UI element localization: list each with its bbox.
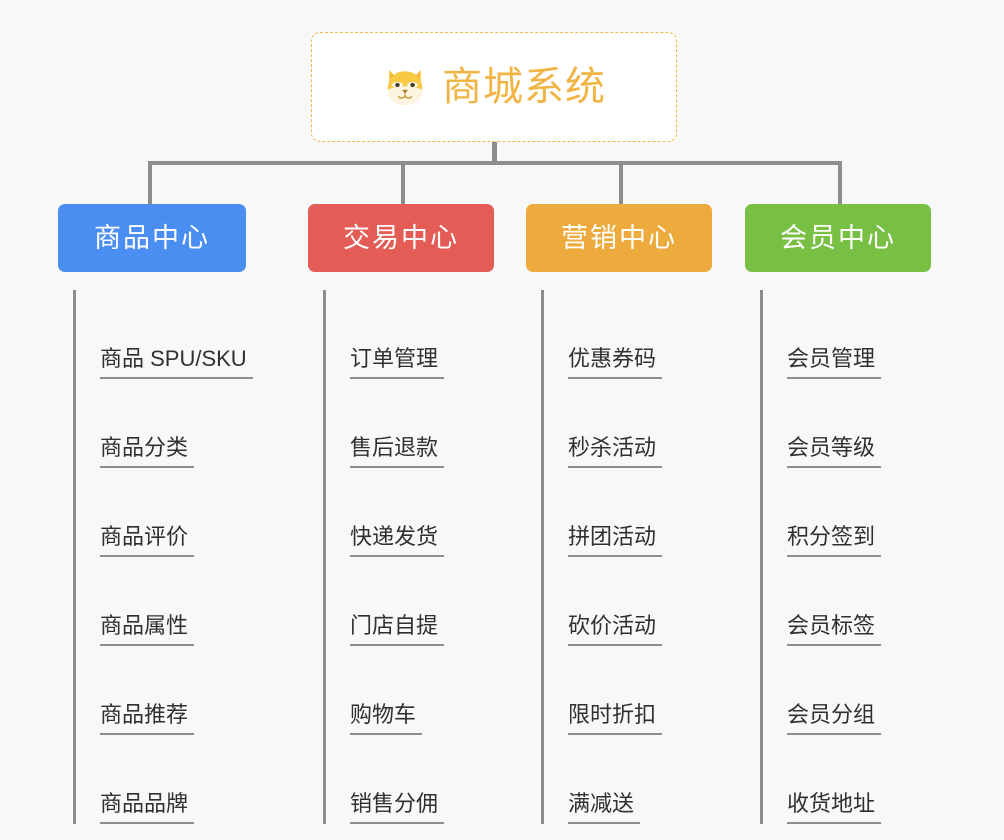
leaf-label: 商品推荐: [100, 702, 195, 735]
leaf-item[interactable]: 积分签到: [760, 468, 931, 557]
leaf-item[interactable]: 秒杀活动: [541, 379, 712, 468]
leaf-item[interactable]: 商品属性: [73, 557, 246, 646]
leaf-item[interactable]: 商品 SPU/SKU: [73, 290, 253, 379]
leaf-list-member-center: 会员管理 会员等级 积分签到 会员标签 会员分组 收货地址: [745, 290, 931, 824]
leaf-trunk-line: [73, 290, 76, 824]
leaf-label: 优惠券码: [568, 346, 663, 379]
leaf-trunk-line: [541, 290, 544, 824]
leaf-list-trade-center: 订单管理 售后退款 快递发货 门店自提 购物车 销售分佣: [308, 290, 494, 824]
leaf-item[interactable]: 砍价活动: [541, 557, 712, 646]
leaf-trunk-line: [760, 290, 763, 824]
leaf-label: 快递发货: [350, 524, 445, 557]
leaf-label: 商品 SPU/SKU: [100, 346, 253, 379]
leaf-item[interactable]: 销售分佣: [323, 735, 494, 824]
category-label-trade-center: 交易中心: [343, 222, 459, 253]
leaf-item[interactable]: 拼团活动: [541, 468, 712, 557]
leaf-label: 订单管理: [350, 346, 445, 379]
category-label-product-center: 商品中心: [94, 222, 210, 253]
leaf-item[interactable]: 商品推荐: [73, 646, 246, 735]
connector-drop-2: [401, 161, 405, 205]
leaf-label: 商品分类: [100, 435, 195, 468]
leaf-item[interactable]: 限时折扣: [541, 646, 712, 735]
leaf-item[interactable]: 满减送: [541, 735, 712, 824]
leaf-label: 商品属性: [100, 613, 195, 646]
leaf-label: 砍价活动: [568, 613, 663, 646]
leaf-trunk-line: [323, 290, 326, 824]
column-trade-center: 交易中心 订单管理 售后退款 快递发货 门店自提 购物车 销售分佣: [308, 204, 494, 824]
root-title: 商城系统: [442, 65, 606, 109]
leaf-label: 会员分组: [787, 702, 882, 735]
leaf-item[interactable]: 会员标签: [760, 557, 931, 646]
leaf-item[interactable]: 商品评价: [73, 468, 246, 557]
column-member-center: 会员中心 会员管理 会员等级 积分签到 会员标签 会员分组 收货地址: [745, 204, 931, 824]
leaf-label: 会员等级: [787, 435, 882, 468]
leaf-item[interactable]: 订单管理: [323, 290, 494, 379]
leaf-label: 门店自提: [350, 613, 445, 646]
leaf-label: 秒杀活动: [568, 435, 663, 468]
category-box-product-center[interactable]: 商品中心: [58, 204, 246, 272]
leaf-item[interactable]: 快递发货: [323, 468, 494, 557]
leaf-label: 积分签到: [787, 524, 882, 557]
column-marketing-center: 营销中心 优惠券码 秒杀活动 拼团活动 砍价活动 限时折扣 满减送: [526, 204, 712, 824]
category-box-member-center[interactable]: 会员中心: [745, 204, 931, 272]
category-box-marketing-center[interactable]: 营销中心: [526, 204, 712, 272]
category-label-member-center: 会员中心: [780, 222, 896, 253]
connector-drop-3: [619, 161, 623, 205]
leaf-item[interactable]: 收货地址: [760, 735, 931, 824]
leaf-label: 购物车: [350, 702, 423, 735]
leaf-item[interactable]: 会员分组: [760, 646, 931, 735]
column-product-center: 商品中心 商品 SPU/SKU 商品分类 商品评价 商品属性 商品推荐 商品品牌: [58, 204, 253, 824]
leaf-label: 会员管理: [787, 346, 882, 379]
category-label-marketing-center: 营销中心: [561, 222, 677, 253]
shiba-dog-face-icon: [387, 69, 423, 105]
leaf-item[interactable]: 购物车: [323, 646, 494, 735]
leaf-label: 商品评价: [100, 524, 195, 557]
connector-root-stem: [492, 142, 497, 164]
leaf-item[interactable]: 优惠券码: [541, 290, 712, 379]
connector-drop-4: [838, 161, 842, 205]
leaf-label: 商品品牌: [100, 791, 195, 824]
leaf-label: 会员标签: [787, 613, 882, 646]
leaf-label: 销售分佣: [350, 791, 445, 824]
leaf-item[interactable]: 商品品牌: [73, 735, 246, 824]
leaf-list-marketing-center: 优惠券码 秒杀活动 拼团活动 砍价活动 限时折扣 满减送: [526, 290, 712, 824]
leaf-item[interactable]: 门店自提: [323, 557, 494, 646]
category-box-trade-center[interactable]: 交易中心: [308, 204, 494, 272]
leaf-label: 满减送: [568, 791, 641, 824]
leaf-item[interactable]: 会员等级: [760, 379, 931, 468]
leaf-item[interactable]: 商品分类: [73, 379, 246, 468]
leaf-item[interactable]: 售后退款: [323, 379, 494, 468]
root-node-mall-system[interactable]: 商城系统: [311, 32, 677, 142]
leaf-label: 收货地址: [787, 791, 882, 824]
leaf-label: 限时折扣: [568, 702, 663, 735]
connector-drop-1: [148, 161, 152, 205]
leaf-label: 售后退款: [350, 435, 445, 468]
leaf-label: 拼团活动: [568, 524, 663, 557]
leaf-item[interactable]: 会员管理: [760, 290, 931, 379]
connector-bus: [148, 161, 842, 165]
leaf-list-product-center: 商品 SPU/SKU 商品分类 商品评价 商品属性 商品推荐 商品品牌: [58, 290, 253, 824]
